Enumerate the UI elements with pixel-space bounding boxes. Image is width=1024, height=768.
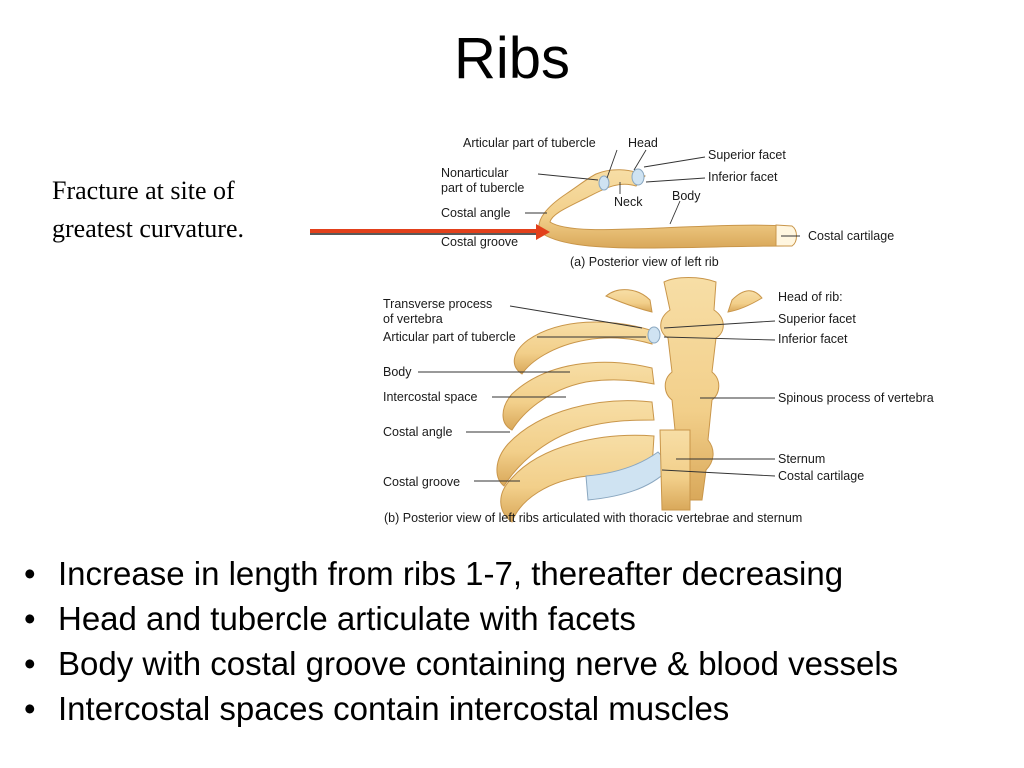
bullet-item: Head and tubercle articulate with facets <box>20 601 1010 638</box>
vertebral-column <box>660 277 724 501</box>
caption-b: (b) Posterior view of left ribs articula… <box>384 511 802 525</box>
rib-a-cartilage <box>775 224 797 247</box>
label-b-costal-groove: Costal groove <box>383 475 460 489</box>
label-a-articular-tubercle: Articular part of tubercle <box>463 136 596 150</box>
callout-line-2: greatest curvature. <box>52 214 245 243</box>
rib-a-shape <box>538 169 787 249</box>
label-a-head: Head <box>628 136 658 150</box>
label-a-costal-angle: Costal angle <box>441 206 511 220</box>
bullet-item: Intercostal spaces contain intercostal m… <box>20 691 1010 728</box>
bullet-list: Increase in length from ribs 1-7, therea… <box>20 556 1010 736</box>
label-b-costal-cartilage: Costal cartilage <box>778 469 864 483</box>
figure-a-rib: Articular part of tubercle Head Superior… <box>441 136 894 269</box>
label-b-spinous-process: Spinous process of vertebra <box>778 391 934 405</box>
figure-b-thorax: Transverse process of vertebra Articular… <box>383 277 934 525</box>
label-a-neck: Neck <box>614 195 643 209</box>
transverse-process-2 <box>727 290 763 313</box>
fracture-arrow <box>310 224 550 240</box>
label-a-inferior-facet: Inferior facet <box>708 170 778 184</box>
caption-a: (a) Posterior view of left rib <box>570 255 719 269</box>
label-a-costal-groove: Costal groove <box>441 235 518 249</box>
sternum <box>659 429 691 511</box>
label-b-head-of-rib: Head of rib: <box>778 290 843 304</box>
bullet-item: Increase in length from ribs 1-7, therea… <box>20 556 1010 593</box>
fracture-callout: Fracture at site of greatest curvature. <box>52 172 244 248</box>
rib-a-head <box>631 168 645 186</box>
label-a-body: Body <box>672 189 701 203</box>
rib-b-3 <box>496 400 655 487</box>
rib-a-tubercle <box>598 175 610 191</box>
rib-b-2 <box>502 361 655 431</box>
label-b-transverse-2: of vertebra <box>383 312 443 326</box>
label-b-sternum: Sternum <box>778 452 825 466</box>
label-a-nonarticular-2: part of tubercle <box>441 181 524 195</box>
rib-b-4 <box>500 434 655 523</box>
label-b-intercostal-space: Intercostal space <box>383 390 478 404</box>
label-b-articular-tubercle: Articular part of tubercle <box>383 330 516 344</box>
slide-title: Ribs <box>453 26 571 91</box>
label-b-body: Body <box>383 365 412 379</box>
rib-b-1 <box>513 321 653 375</box>
cartilage-b <box>585 451 673 501</box>
label-b-inferior-facet: Inferior facet <box>778 332 848 346</box>
callout-line-1: Fracture at site of <box>52 176 235 205</box>
label-a-superior-facet: Superior facet <box>708 148 786 162</box>
bullet-item: Body with costal groove containing nerve… <box>20 646 1010 683</box>
label-b-costal-angle: Costal angle <box>383 425 453 439</box>
rib-b-head-facet <box>647 326 661 344</box>
label-a-costal-cartilage: Costal cartilage <box>808 229 894 243</box>
label-b-transverse-1: Transverse process <box>383 297 492 311</box>
label-b-superior-facet: Superior facet <box>778 312 856 326</box>
transverse-process-1 <box>605 289 653 313</box>
label-a-nonarticular-1: Nonarticular <box>441 166 508 180</box>
